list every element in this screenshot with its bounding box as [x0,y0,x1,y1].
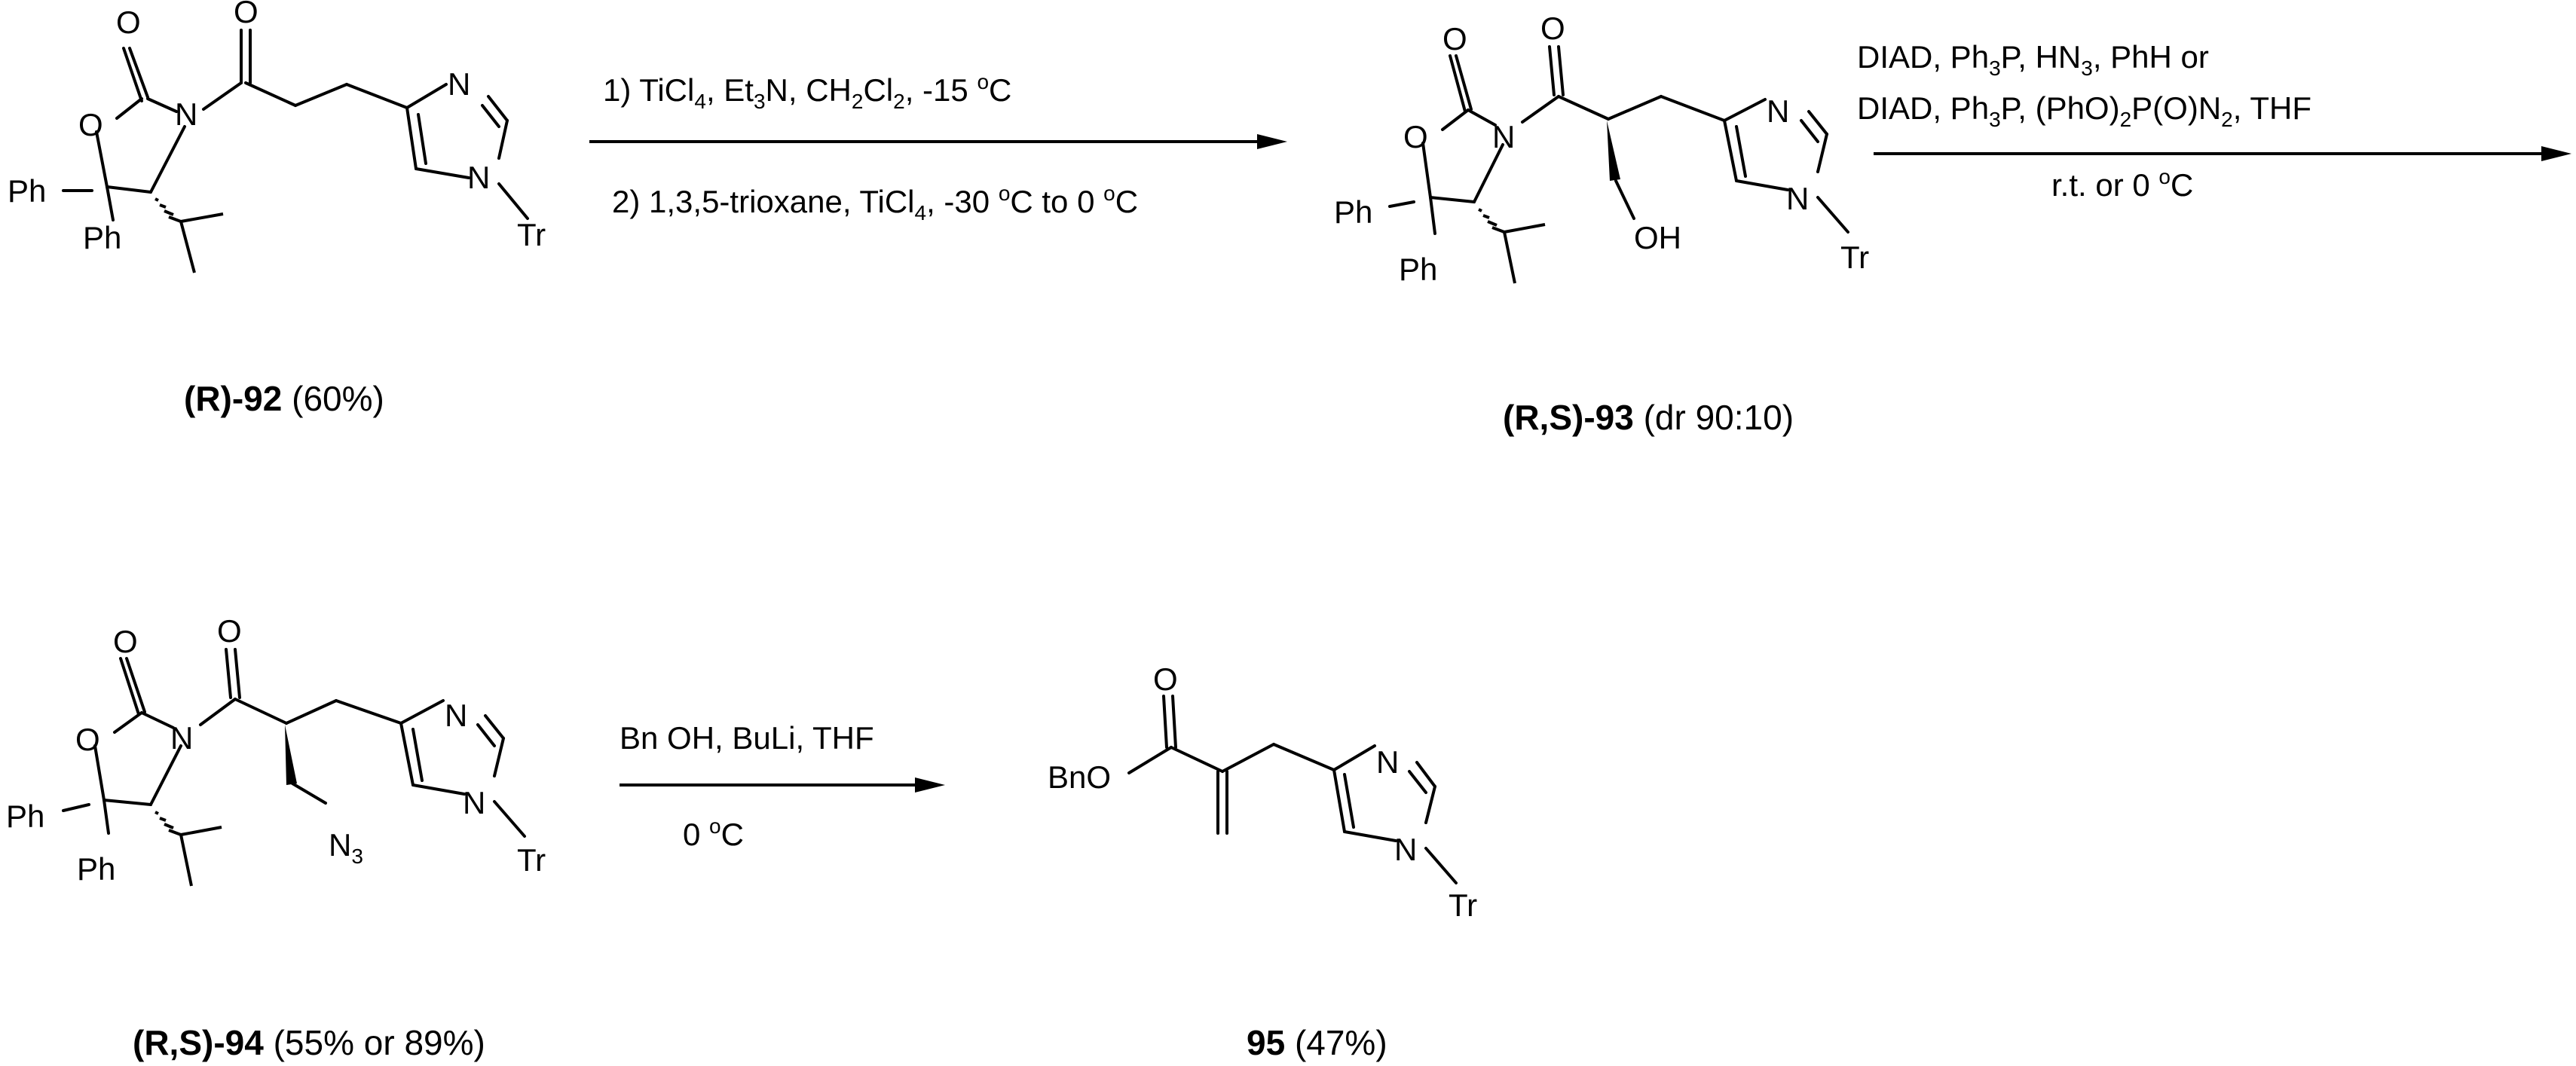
compound-label-95: 95 (47%) [1247,1023,1387,1062]
compound-95: O BnO N N Tr 95 (47%) [1048,661,1477,1062]
imidazole-n1: N [1786,181,1809,216]
carbonyl-oxygen: O [1153,661,1178,697]
compound-label-rs-93: (R,S)-93 (dr 90:10) [1503,398,1794,437]
imidazole-n3: N [1376,744,1399,780]
step2-condition-line2: DIAD, Ph3P, (PhO)2P(O)N2, THF [1857,90,2311,131]
trityl-group: Tr [1840,240,1869,275]
reaction-arrow-1: 1) TiCl4, Et3N, CH2Cl2, -15 oC 2) 1,3,5-… [589,70,1287,225]
bonds [62,29,529,221]
ring-oxygen: O [75,722,100,757]
ring-nitrogen: N [175,96,197,132]
benzyloxy-group: BnO [1048,759,1111,795]
trityl-group: Tr [517,217,546,252]
wedge-isopropyl [154,811,222,887]
imidazole-n3: N [1767,93,1789,129]
ring-nitrogen: N [170,720,193,756]
reaction-arrow-2: DIAD, Ph3P, HN3, PhH or DIAD, Ph3P, (PhO… [1857,39,2571,203]
phenyl-1: Ph [6,799,44,834]
acyl-oxygen: O [217,613,242,649]
oxo-oxygen: O [1442,21,1467,57]
phenyl-2: Ph [77,851,115,887]
compound-rs-94: O O N Ph Ph O N N Tr N3 (R,S)-94 (55% or… [6,613,546,1062]
step2-condition-line1: DIAD, Ph3P, HN3, PhH or [1857,39,2209,80]
imidazole-n1: N [467,160,490,195]
phenyl-1: Ph [8,173,46,209]
compound-label-rs-94: (R,S)-94 (55% or 89%) [133,1023,485,1062]
ring-oxygen: O [1403,119,1428,154]
acyl-oxygen: O [234,0,259,29]
compound-rs-93: O O N Ph Ph O N N Tr OH (R,S)-93 (dr 90:… [1334,11,1869,437]
compound-label-r-92: (R)-92 (60%) [184,379,384,418]
reaction-arrow-3: Bn OH, BuLi, THF 0 oC [620,720,945,852]
phenyl-2: Ph [1399,252,1437,287]
bonds [62,648,526,838]
azide-group: N3 [329,827,363,868]
step2-condition-line3: r.t. or 0 oC [2051,165,2193,203]
imidazole-n3: N [448,66,470,102]
imidazole-n1: N [463,785,485,820]
trityl-group: Tr [1449,887,1477,923]
bonds [1127,695,1458,884]
acyl-oxygen: O [1540,11,1565,46]
hydroxyl-group: OH [1634,220,1681,255]
bonds [1388,45,1849,235]
wedge-isopropyl [1478,208,1546,284]
step3-condition-line1: Bn OH, BuLi, THF [620,720,874,756]
imidazole-n3: N [445,698,467,733]
step1-condition-line2: 2) 1,3,5-trioxane, TiCl4, -30 oC to 0 oC [612,182,1138,225]
wedge-azidomethyl [285,725,297,785]
oxo-oxygen: O [113,624,138,659]
imidazole-n1: N [1394,832,1417,867]
trityl-group: Tr [517,842,546,878]
phenyl-2: Ph [83,220,121,255]
phenyl-1: Ph [1334,194,1372,230]
compound-r-92: O O N Ph Ph O N N Tr (R)-92 (60%) [8,0,546,418]
ring-oxygen: O [78,107,103,142]
oxo-oxygen: O [116,5,141,40]
wedge-isopropyl [154,197,224,273]
ring-nitrogen: N [1492,119,1515,154]
wedge-hydroxymethyl [1607,121,1620,181]
step1-condition-line1: 1) TiCl4, Et3N, CH2Cl2, -15 oC [603,70,1011,113]
step3-condition-line2: 0 oC [683,814,744,852]
